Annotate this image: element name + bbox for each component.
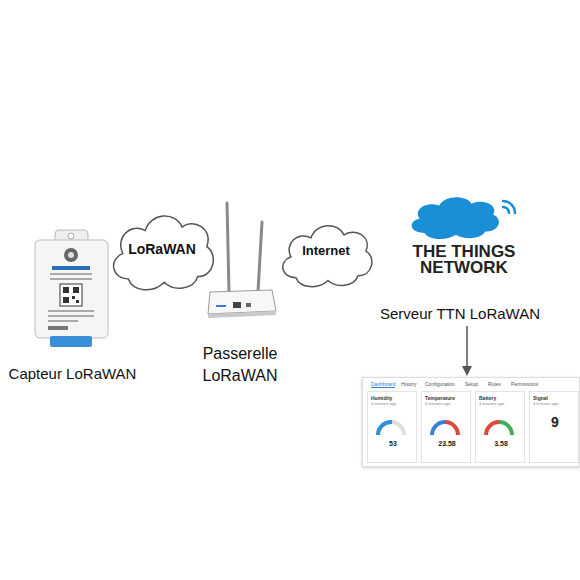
tab-label: Setup (465, 381, 487, 387)
gateway-node: Passerelle LoRaWAN (190, 195, 290, 390)
metric-card: Signal4 minutes ago 9 (529, 391, 579, 463)
card-value: 23.58 (425, 440, 469, 448)
gateway-device (208, 203, 276, 318)
metric-card: Battery4 minutes ago 3.58 (475, 391, 525, 463)
card-value: 3.58 (479, 440, 523, 448)
card-title: Battery (479, 395, 525, 401)
node-label: Passerelle LoRaWAN (190, 343, 290, 387)
cloud-shape (405, 190, 503, 242)
tab-label: Rules (488, 381, 510, 387)
card-title: Temperature (425, 395, 471, 401)
cloud-outline (412, 197, 499, 239)
tab-label: Configuration (425, 381, 463, 387)
cloud-node: Internet (276, 215, 376, 291)
card-time: 4 minutes ago (371, 401, 417, 406)
tab-label: Permissions (511, 381, 551, 387)
tab-label: History (401, 381, 427, 387)
metric-card: Temperature4 minutes ago 23.58 (421, 391, 471, 463)
leader-arrow (462, 326, 472, 376)
card-time: 4 minutes ago (479, 401, 525, 406)
logo-text: THE THINGS NETWORK (405, 244, 523, 276)
card-title: Signal (533, 395, 579, 401)
server-label: Serveur TTN LoRaWAN (360, 305, 560, 323)
tab-label: Dashboard (371, 381, 395, 388)
cloud-node: LoRaWAN (106, 203, 218, 295)
cloud-label: LoRaWAN (112, 241, 212, 258)
wifi-symbol (503, 201, 515, 213)
sensor-device (35, 230, 108, 347)
cloud-label: Internet (281, 243, 371, 259)
card-value: 9 (533, 414, 577, 431)
metric-card: Humidity4 minutes ago 53 (367, 391, 417, 463)
ttn-logo: THE THINGS NETWORK (405, 190, 525, 282)
card-title: Humidity (371, 395, 417, 401)
dashboard-panel: Dashboard HistoryConfigurationSetupRulesP… (362, 377, 580, 467)
card-value: 53 (371, 440, 415, 448)
card-time: 4 minutes ago (533, 401, 579, 406)
card-time: 4 minutes ago (425, 401, 471, 406)
node-label: Capteur LoRaWAN (0, 365, 145, 383)
